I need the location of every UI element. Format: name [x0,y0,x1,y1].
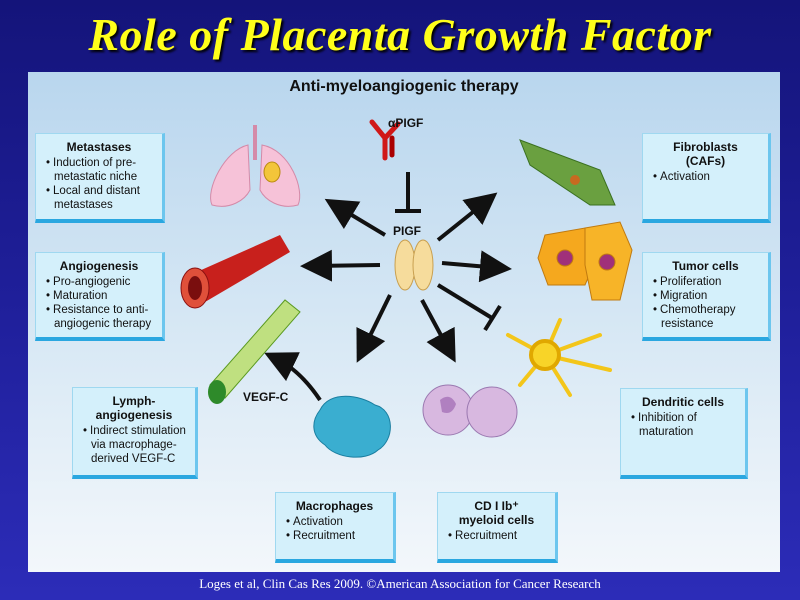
box-fibroblasts: Fibroblasts (CAFs) Activation [642,133,771,223]
box-metastases: Metastases Induction of pre-metastatic n… [35,133,165,223]
arrow-macrophages [356,294,392,363]
inhibit-dendritic [436,283,494,320]
box-title: Macrophages [295,499,374,513]
box-angiogenesis: Angiogenesis Pro-angiogenic Maturation R… [35,252,165,341]
slide-title: Role of Placenta Growth Factor [88,9,712,60]
box-item: Recruitment [292,529,387,543]
box-item: Inhibition of maturation [637,411,739,439]
antibody-label: αPIGF [388,116,424,130]
myeloid-cells-icon [422,384,518,438]
box-item: Activation [292,515,387,529]
fibroblast-icon [519,139,616,206]
box-item: Maturation [52,289,156,303]
box-title: Lymph-angiogenesis [95,394,173,422]
arrow-vegfc [264,352,322,402]
arrow-fibroblasts [436,192,498,242]
box-myeloid: CD I Ib⁺ myeloid cells Recruitment [437,492,558,563]
tumor-cells-icon [537,221,633,301]
panel-title: Anti-myeloangiogenic therapy [289,78,519,95]
blood-vessel-icon [180,235,290,309]
box-dendritic: Dendritic cells Inhibition of maturation [620,388,748,479]
box-item: Indirect stimulation via macrophage-deri… [89,424,189,466]
box-item: Activation [659,170,762,184]
box-title: Angiogenesis [59,259,139,273]
arrow-metastases [324,198,387,237]
box-lymphangiogenesis: Lymph-angiogenesis Indirect stimulation … [72,387,198,479]
pigf-dimer-icon [394,239,434,291]
pigf-label: PIGF [393,224,422,238]
box-item: Proliferation [659,275,762,289]
box-item: Recruitment [454,529,549,543]
box-item: Pro-angiogenic [52,275,156,289]
box-item: Resistance to anti-angiogenic therapy [52,303,156,331]
box-title: CD I Ib⁺ myeloid cells [458,499,535,527]
box-item: Chemotherapy resistance [659,303,762,331]
antibody-icon [369,119,401,161]
box-title: Metastases [66,140,132,154]
box-tumor: Tumor cells Proliferation Migration Chem… [642,252,771,341]
lymph-vessel-icon [208,299,301,404]
macrophage-icon [313,395,391,458]
box-title: Fibroblasts (CAFs) [673,140,738,168]
arrow-tumor [441,250,512,283]
box-item: Induction of pre-metastatic niche [52,156,156,184]
arrow-angiogenesis [300,249,381,282]
vegfc-label: VEGF-C [243,390,289,404]
box-item: Local and distant metastases [52,184,156,212]
lungs-icon [210,125,301,207]
box-macrophages: Macrophages Activation Recruitment [275,492,396,563]
dendritic-cell-icon [506,318,612,397]
box-title: Dendritic cells [641,395,725,409]
arrows [264,172,512,402]
citation: Loges et al, Clin Cas Res 2009. ©America… [199,576,601,591]
arrow-myeloid [420,299,456,363]
box-title: Tumor cells [672,259,739,273]
box-item: Migration [659,289,762,303]
inhibit-dendritic-bar [483,304,502,332]
